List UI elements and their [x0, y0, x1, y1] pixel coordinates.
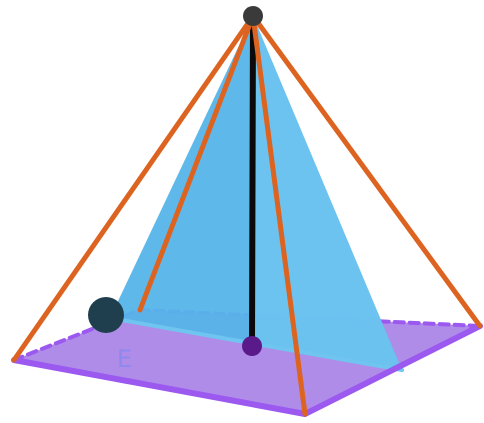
slant-edge-front-right	[250, 13, 308, 417]
pyramid-height-segment	[249, 13, 256, 347]
point-e-label: E	[117, 345, 132, 373]
base-edge-right	[302, 323, 483, 417]
apex-point[interactable]	[243, 6, 263, 26]
base-edge-front	[11, 357, 308, 417]
slant-edge-back-left	[137, 13, 256, 313]
slant-edge-back-right	[250, 13, 483, 329]
height-foot-point[interactable]	[242, 336, 262, 356]
slant-edge-front-left	[11, 13, 256, 363]
point-e[interactable]	[88, 297, 124, 333]
